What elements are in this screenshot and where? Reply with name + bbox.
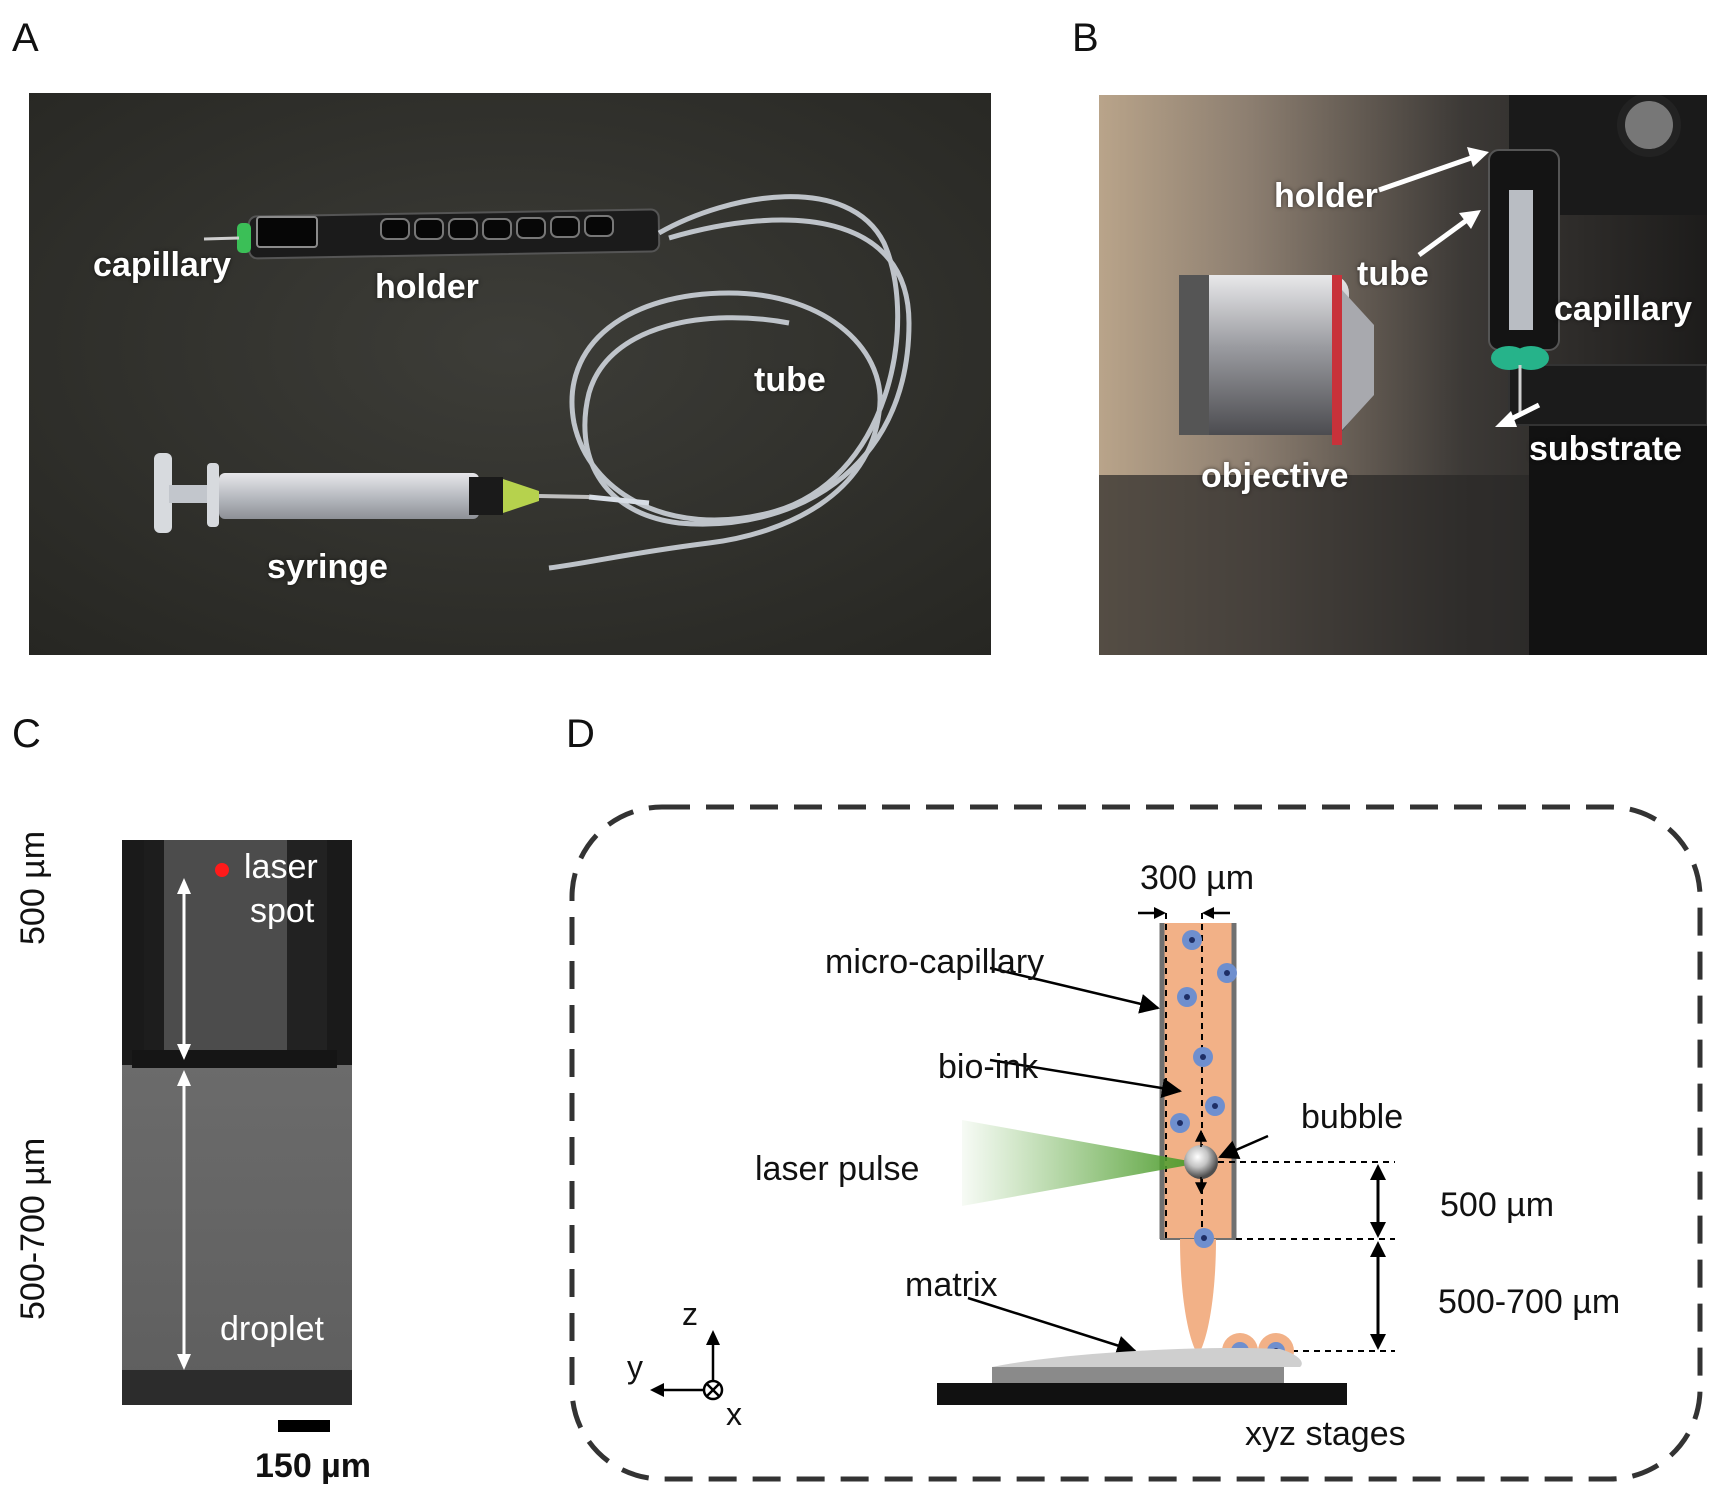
panel-letter-a: A — [12, 16, 39, 60]
panel-a-photo: capillary holder tube syringe — [29, 93, 991, 655]
label-substrate-b: substrate — [1529, 430, 1683, 468]
stage-drawing — [937, 1383, 1347, 1405]
cells — [1170, 930, 1237, 1248]
bubble-drawing — [1184, 1145, 1218, 1179]
label-holder-a: holder — [375, 268, 479, 306]
label-bio-ink: bio-ink — [938, 1048, 1039, 1086]
label-xyz-stages: xyz stages — [1245, 1415, 1406, 1453]
label-gap-upper: 500 µm — [1440, 1186, 1554, 1224]
substrate-drawing — [992, 1367, 1284, 1383]
dashed-frame — [569, 804, 1703, 1482]
label-capillary-b: capillary — [1554, 290, 1692, 328]
arrows-b — [1378, 147, 1541, 427]
axis-label-z: z — [682, 1296, 698, 1332]
label-tube-a: tube — [754, 361, 826, 399]
label-holder-b: holder — [1274, 177, 1378, 215]
dimension-label-500: 500 µm — [14, 830, 52, 945]
panel-c-micrograph: laser spot droplet — [122, 840, 352, 1405]
panel-letter-d: D — [566, 712, 595, 756]
label-syringe-a: syringe — [267, 548, 388, 586]
reference-lines — [1160, 1161, 1395, 1352]
vertical-dimension-arrows — [1370, 1164, 1386, 1350]
label-micro-capillary: micro-capillary — [825, 943, 1044, 981]
scale-bar-label: 150 µm — [255, 1447, 371, 1485]
holder-part — [203, 208, 661, 260]
label-capillary-a: capillary — [93, 246, 231, 284]
tube-coil — [548, 194, 912, 571]
label-laser-pulse: laser pulse — [755, 1150, 919, 1188]
holder-assembly-b — [1488, 149, 1560, 415]
label-tube-b: tube — [1357, 255, 1429, 293]
axis-label-y: y — [627, 1349, 643, 1385]
panel-b-photo: holder tube capillary substrate objectiv… — [1099, 95, 1707, 655]
objective-part — [1179, 275, 1374, 445]
label-width: 300 µm — [1140, 859, 1254, 897]
axis-label-x: x — [726, 1396, 742, 1432]
width-arrows — [1138, 907, 1230, 919]
laser-spot-label-line1: laser — [244, 848, 318, 886]
label-matrix: matrix — [905, 1266, 998, 1304]
panel-d-schematic: 300 µm micro-capillary bio-ink bubble la… — [569, 804, 1703, 1482]
laser-spot-label-line2: spot — [250, 892, 315, 930]
dimension-arrows-c — [177, 878, 191, 1370]
pointer-arrows — [967, 966, 1269, 1356]
label-bubble: bubble — [1301, 1098, 1403, 1136]
matrix-drawing — [992, 1347, 1302, 1367]
coordinate-axes — [650, 1330, 724, 1401]
syringe-part — [154, 453, 650, 533]
laser-spot-dot — [215, 863, 229, 877]
scale-bar — [278, 1420, 330, 1432]
panel-letter-b: B — [1072, 16, 1099, 60]
droplet-label: droplet — [220, 1310, 324, 1348]
label-objective-b: objective — [1201, 457, 1349, 495]
panel-letter-c: C — [12, 712, 41, 756]
dimension-label-500-700: 500-700 µm — [14, 1137, 52, 1320]
label-gap-lower: 500-700 µm — [1438, 1283, 1620, 1321]
laser-beam — [962, 1120, 1200, 1206]
